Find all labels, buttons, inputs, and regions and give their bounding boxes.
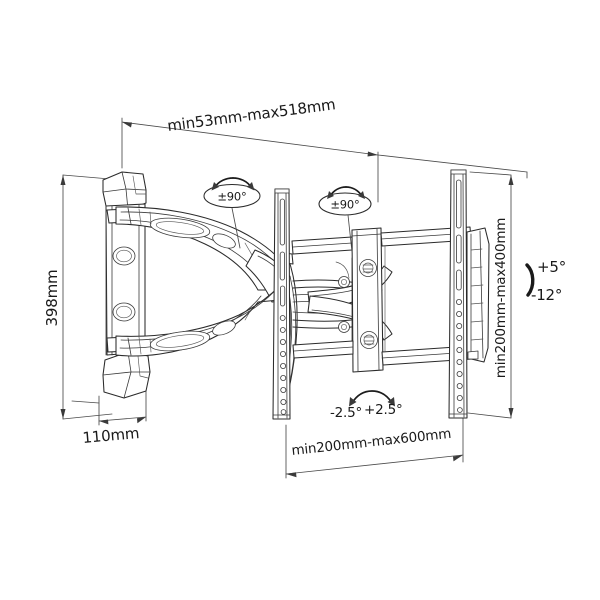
swivel-right-label: ±90° [330,198,359,212]
depth-dimension-label: 110mm [82,424,140,447]
swivel-angle-right: ±90° [318,186,372,253]
height-dimension-label: 398mm [43,270,61,327]
rotation-negative-label: -2.5° [330,405,362,421]
tilt-down-label: -12° [531,286,562,304]
inner-extension-mechanism [292,257,393,346]
dimension-height: 398mm [43,174,113,420]
center-mount-plate [351,227,384,373]
right-vertical-vesa-rail [448,169,468,419]
wall-mounting-plate [102,171,152,399]
right-tilt-bracket [466,227,490,363]
dimension-vesa-vertical: min200mm-max400mm [467,171,514,419]
dimension-depth: 110mm [71,390,147,447]
tilt-angle: +5° -12° [525,258,566,304]
rotation-positive-label: +2.5° [364,402,403,418]
vesa-vertical-label: min200mm-max400mm [493,218,509,378]
swivel-angle-left: ±90° [203,177,261,249]
rotation-angle: -2.5° +2.5° [330,390,403,421]
swivel-left-label: ±90° [217,190,246,204]
left-vertical-vesa-rail [272,188,291,420]
tilt-up-label: +5° [537,258,566,276]
